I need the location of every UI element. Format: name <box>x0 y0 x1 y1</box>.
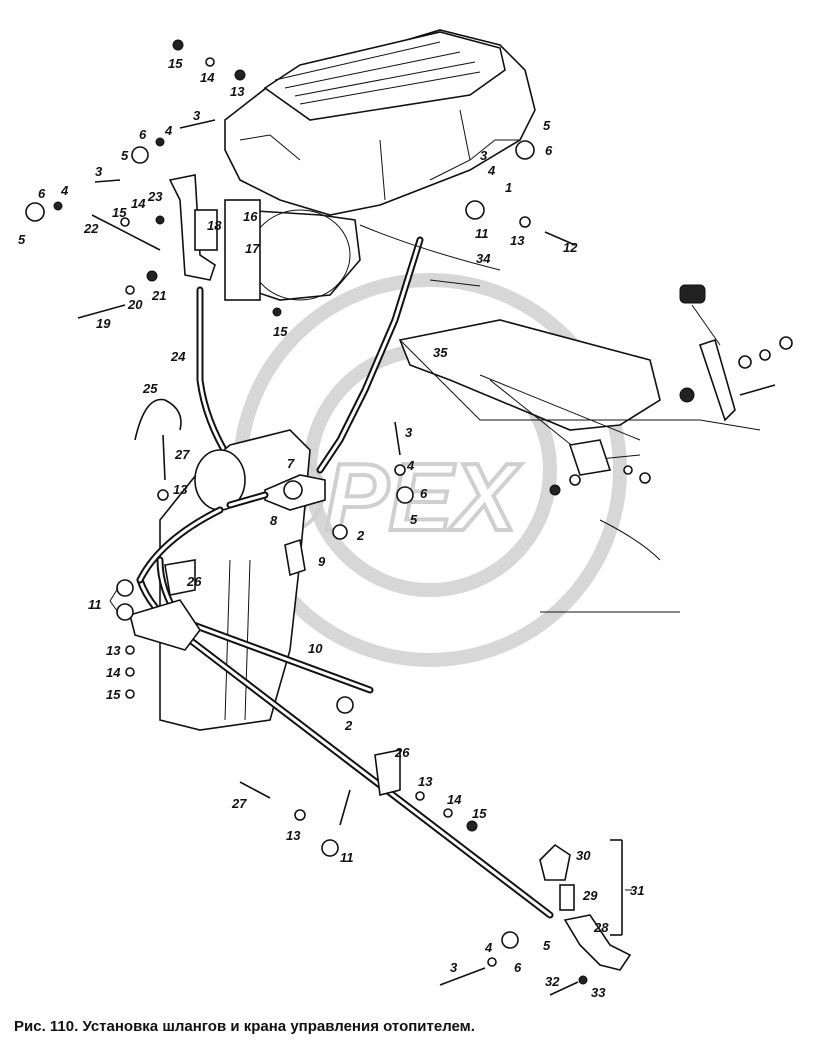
callout: 4 <box>487 163 496 178</box>
cock-assembly-31 <box>501 839 632 971</box>
callout: 20 <box>127 297 143 312</box>
callout: 5 <box>18 232 26 247</box>
callout: 13 <box>173 482 188 497</box>
callout: 25 <box>142 381 158 396</box>
callout: 13 <box>106 643 121 658</box>
callout: 17 <box>245 241 260 256</box>
callout: 5 <box>410 512 418 527</box>
callout: 6 <box>420 486 428 501</box>
callout: 8 <box>270 513 278 528</box>
callout: 13 <box>510 233 525 248</box>
callout: 5 <box>543 938 551 953</box>
callout: 26 <box>394 745 410 760</box>
callout: 15 <box>106 687 121 702</box>
callout: 22 <box>83 221 99 236</box>
callout: 5 <box>121 148 129 163</box>
callout: 2 <box>356 528 365 543</box>
callout: 6 <box>38 186 46 201</box>
callout: 14 <box>447 792 462 807</box>
callout: 3 <box>95 164 103 179</box>
callout: 3 <box>480 148 488 163</box>
callout: 13 <box>418 774 433 789</box>
callout: 24 <box>170 349 186 364</box>
bracket-left <box>168 174 218 281</box>
callout: 33 <box>591 985 606 1000</box>
callout: 14 <box>106 665 121 680</box>
callout: 19 <box>96 316 111 331</box>
callout: 27 <box>231 796 247 811</box>
heater-unit <box>224 29 536 301</box>
callout: 15 <box>472 806 487 821</box>
callout: 23 <box>147 189 163 204</box>
callout: 4 <box>164 123 173 138</box>
callout: 18 <box>207 218 222 233</box>
callout: 2 <box>344 718 353 733</box>
callout: 31 <box>630 883 644 898</box>
callout: 21 <box>151 288 166 303</box>
callout: 34 <box>476 251 491 266</box>
callout: 14 <box>131 196 146 211</box>
callout: 15 <box>168 56 183 71</box>
callout: 9 <box>318 554 326 569</box>
callout: 35 <box>433 345 448 360</box>
bracket-35 <box>398 319 761 561</box>
callout: 26 <box>186 574 202 589</box>
callout: 4 <box>484 940 493 955</box>
callout: 3 <box>450 960 458 975</box>
callout: 15 <box>273 324 288 339</box>
callout: 11 <box>340 850 354 865</box>
callout: 28 <box>593 920 609 935</box>
figure-caption: Рис. 110. Установка шлангов и крана упра… <box>14 1018 475 1035</box>
callout: 5 <box>543 118 551 133</box>
fasteners <box>25 39 651 996</box>
callout: 16 <box>243 209 258 224</box>
callout: 11 <box>475 226 489 241</box>
callout: 3 <box>193 108 201 123</box>
callout: 13 <box>286 828 301 843</box>
callout: 29 <box>582 888 598 903</box>
callout: 12 <box>563 240 578 255</box>
callout: 6 <box>514 960 522 975</box>
callout: 6 <box>139 127 147 142</box>
callout: 30 <box>576 848 591 863</box>
callout: 32 <box>545 974 560 989</box>
callout-labels: 15 14 13 3 6 4 5 3 6 4 5 23 22 15 14 16 … <box>18 56 644 1000</box>
callout: 1 <box>505 180 512 195</box>
callout: 6 <box>545 143 553 158</box>
callout: 14 <box>200 70 215 85</box>
callout: 7 <box>287 456 295 471</box>
callout: 4 <box>406 458 415 473</box>
callout: 11 <box>88 597 102 612</box>
callout: 27 <box>174 447 190 462</box>
lever-right <box>679 284 793 422</box>
callout: 3 <box>405 425 413 440</box>
leader-lines <box>109 279 680 891</box>
valve-7 <box>226 474 326 577</box>
callout: 10 <box>308 641 323 656</box>
callout: 13 <box>230 84 245 99</box>
callout: 15 <box>112 205 127 220</box>
callout: 4 <box>60 183 69 198</box>
